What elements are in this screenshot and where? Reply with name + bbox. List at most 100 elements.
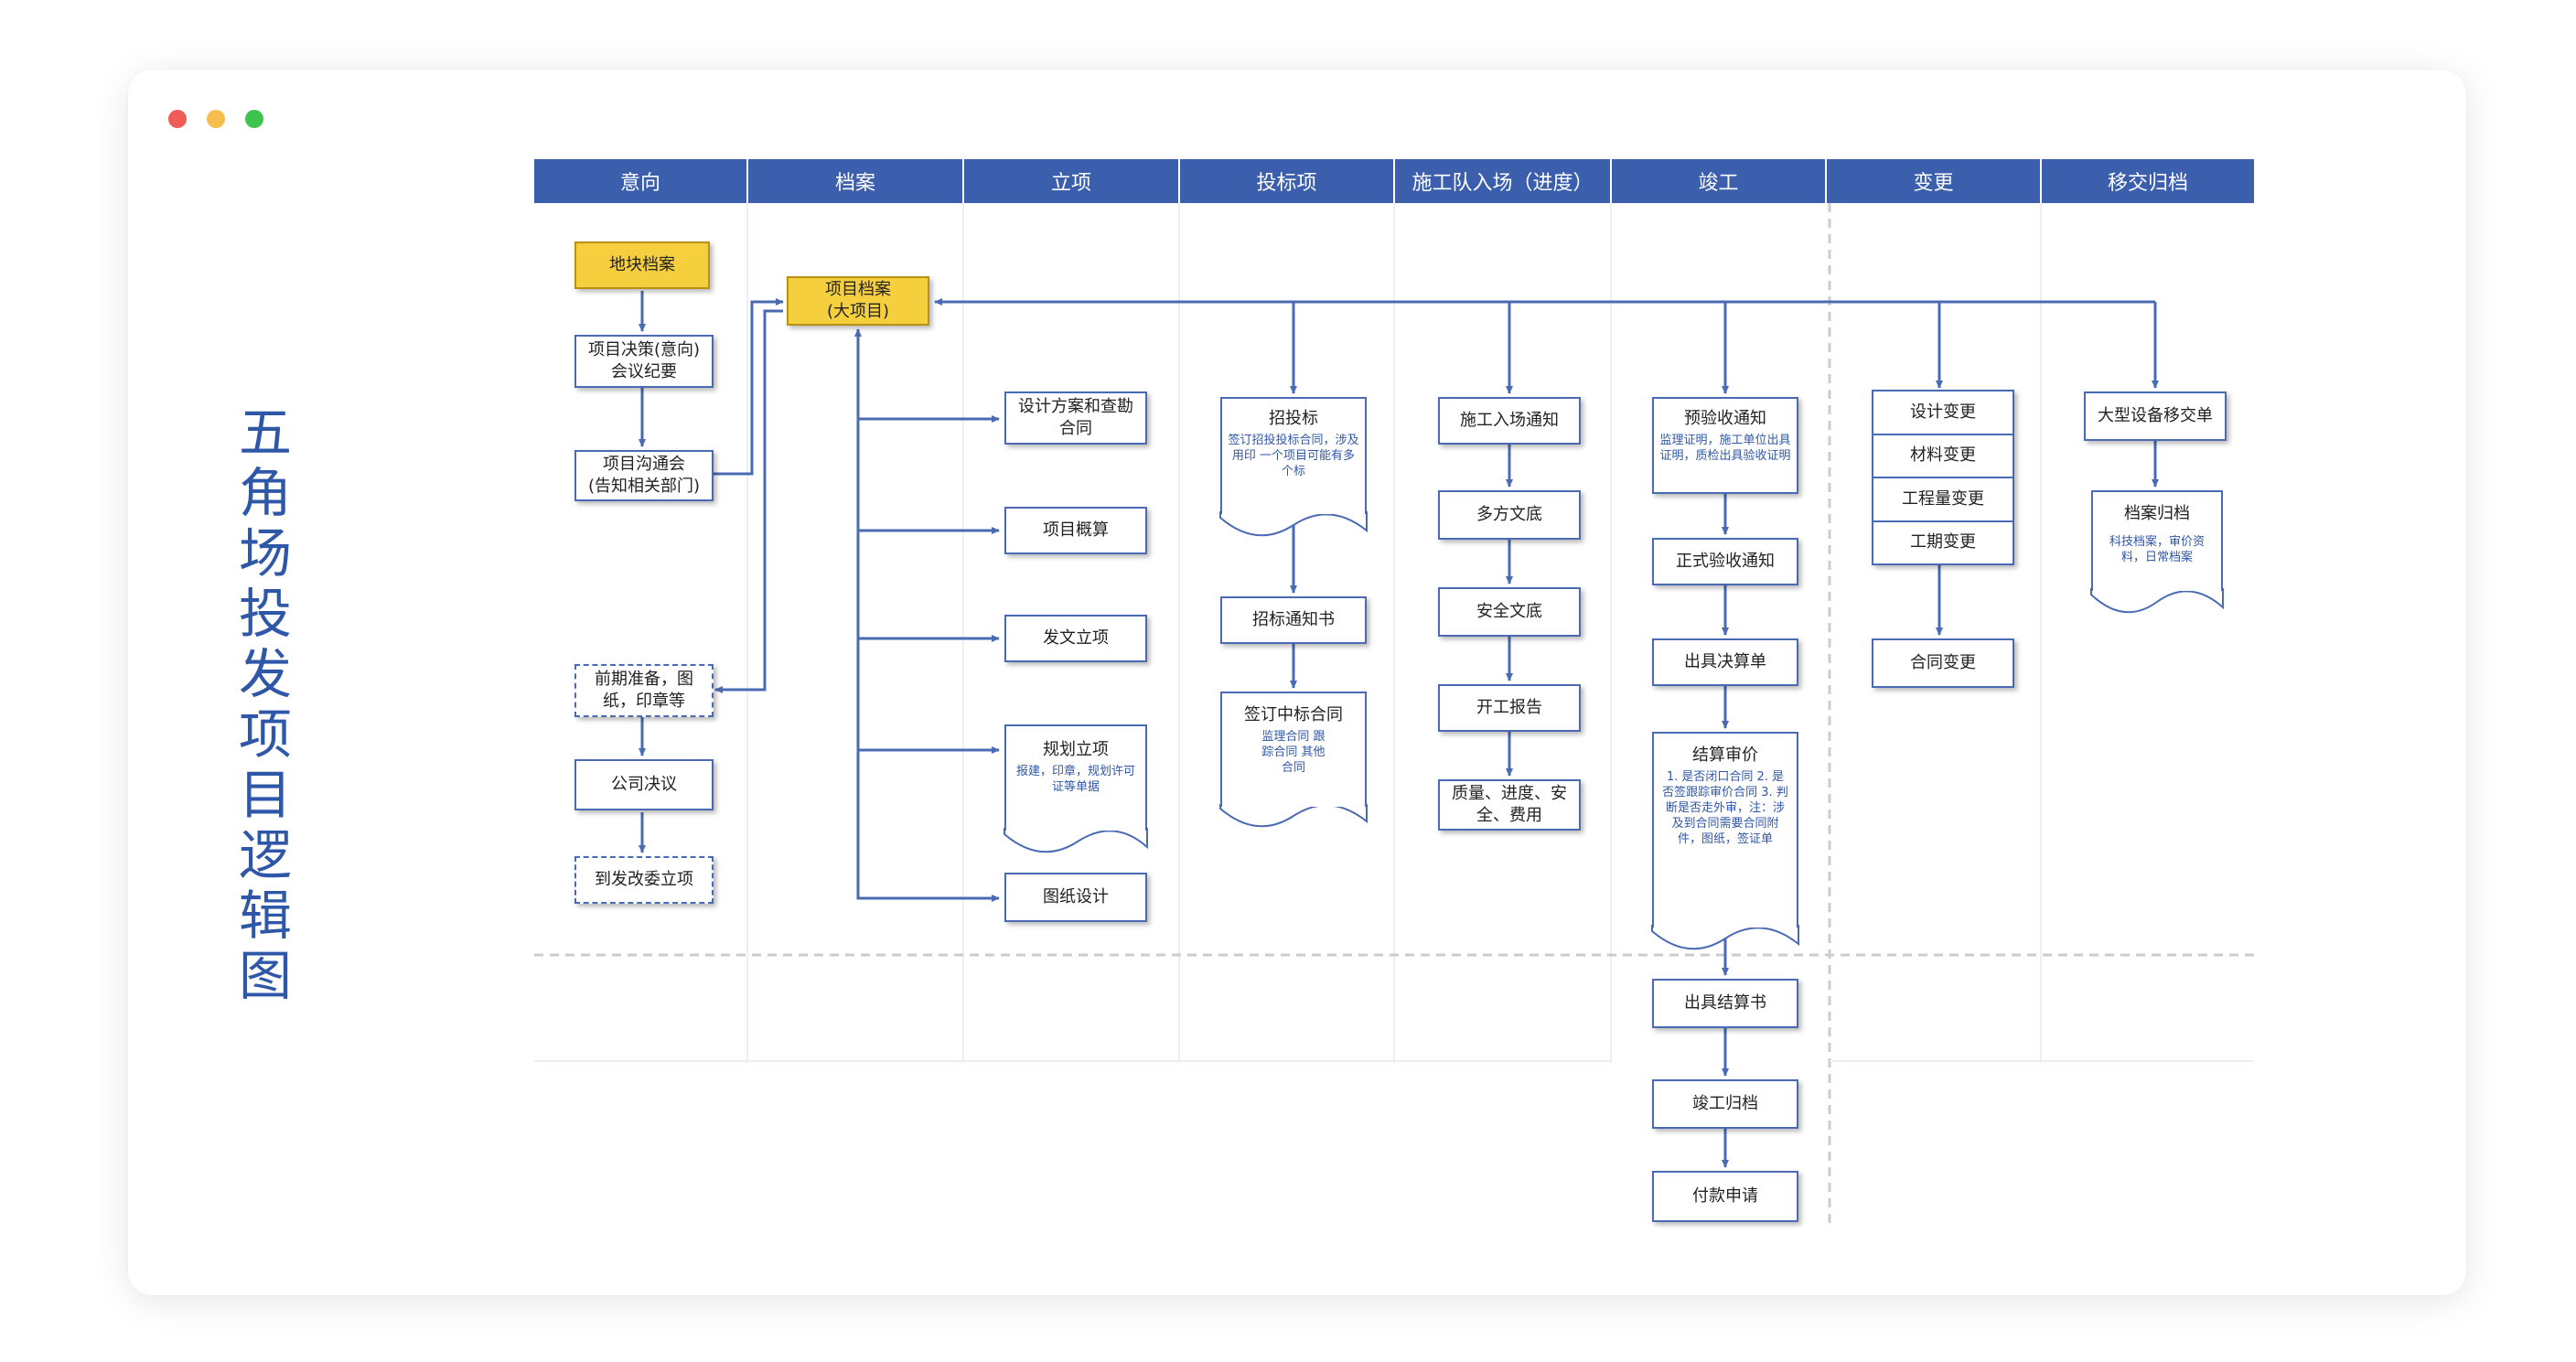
node-fawen-lixiang[interactable]: 发文立项 bbox=[1004, 615, 1147, 662]
node-label: 施工入场通知 bbox=[1460, 411, 1559, 430]
node-label: 图纸设计 bbox=[1043, 887, 1109, 906]
side-title-char: 五 bbox=[238, 402, 292, 464]
node-xiangmu-gaisuan[interactable]: 项目概算 bbox=[1004, 507, 1147, 554]
node-label: 竣工归档 bbox=[1692, 1094, 1758, 1113]
node-label: 合同 bbox=[1059, 419, 1092, 438]
node-kaigong-baogao[interactable]: 开工报告 bbox=[1438, 684, 1581, 732]
node-zhaotoubiao[interactable]: 招投标 签订招投投标合同，涉及用印 一个项目可能有多个标 bbox=[1220, 397, 1367, 514]
column-header-lixiang: 立项 bbox=[964, 159, 1180, 203]
biangeng-sheji: 设计变更 bbox=[1873, 391, 2012, 435]
node-zhengshi-yanshou[interactable]: 正式验收通知 bbox=[1652, 538, 1798, 585]
node-label: 到发改委立项 bbox=[595, 870, 693, 889]
node-sublabel: 签订招投投标合同，涉及用印 一个项目可能有多个标 bbox=[1228, 434, 1359, 478]
lane-divider bbox=[2040, 203, 2042, 1063]
node-yuyanshou-tongzhi[interactable]: 预验收通知 监理证明，施工单位出具证明，质检出具验收证明 bbox=[1652, 397, 1798, 494]
node-label: 规划立项 bbox=[1043, 740, 1109, 759]
node-gongsi-jueyi[interactable]: 公司决议 bbox=[574, 759, 714, 810]
node-label: 出具结算书 bbox=[1684, 993, 1766, 1013]
node-label: 付款申请 bbox=[1692, 1186, 1758, 1206]
node-label: 出具决算单 bbox=[1684, 652, 1766, 671]
node-zhaobiao-tongzhishu[interactable]: 招标通知书 bbox=[1220, 596, 1367, 644]
column-header-biangeng: 变更 bbox=[1827, 159, 2042, 203]
node-biangeng-group[interactable]: 设计变更 材料变更 工程量变更 工期变更 bbox=[1872, 390, 2014, 565]
node-label: 大型设备移交单 bbox=[2098, 406, 2213, 425]
node-sublabel: 监理证明，施工单位出具证明，质检出具验收证明 bbox=[1659, 434, 1791, 463]
side-title-char: 项 bbox=[238, 703, 292, 766]
node-label: 纸，印章等 bbox=[603, 692, 685, 711]
node-xiangmu-dangan[interactable]: 项目档案 (大项目) bbox=[787, 276, 929, 326]
node-guihua-lixiang[interactable]: 规划立项 报建，印章，规划许可证等单据 bbox=[1004, 724, 1147, 831]
node-label: 质量、进度、安 bbox=[1452, 784, 1567, 803]
lane-divider bbox=[746, 203, 748, 1063]
side-title-char: 角 bbox=[238, 462, 292, 524]
node-sublabel: 报建，印章，规划许可证等单据 bbox=[1015, 765, 1135, 794]
node-label: 会议纪要 bbox=[611, 362, 677, 381]
side-title-char: 场 bbox=[238, 522, 292, 584]
column-header-yixiang: 意向 bbox=[534, 159, 748, 203]
node-label: 安全文底 bbox=[1476, 602, 1542, 621]
node-label: 招标通知书 bbox=[1252, 610, 1335, 629]
node-shigong-ruchang[interactable]: 施工入场通知 bbox=[1438, 397, 1581, 445]
close-button[interactable] bbox=[168, 110, 187, 128]
side-title-char: 辑 bbox=[238, 885, 292, 947]
biangeng-gongchengliang: 工程量变更 bbox=[1873, 478, 2012, 522]
node-xiangmu-juece[interactable]: 项目决策(意向) 会议纪要 bbox=[574, 335, 714, 388]
side-title-char: 发 bbox=[238, 643, 292, 705]
column-header-toubiao: 投标项 bbox=[1180, 159, 1395, 203]
column-header-shigong: 施工队入场（进度） bbox=[1395, 159, 1612, 203]
node-daofagai-lixiang[interactable]: 到发改委立项 bbox=[574, 856, 714, 904]
node-label: 档案归档 bbox=[2124, 504, 2190, 523]
node-label: 发文立项 bbox=[1043, 628, 1109, 648]
node-label: 项目概算 bbox=[1043, 520, 1109, 540]
node-sublabel: 1. 是否闭口合同 2. 是否签跟踪审价合同 3. 判断是否走外审，注：涉及到合… bbox=[1662, 770, 1788, 846]
lane-divider bbox=[1393, 203, 1395, 1063]
node-hetong-biangeng[interactable]: 合同变更 bbox=[1872, 638, 2014, 688]
minimize-button[interactable] bbox=[207, 110, 225, 128]
node-label: 开工报告 bbox=[1476, 698, 1542, 717]
node-label: 预验收通知 bbox=[1684, 409, 1766, 428]
lane-divider bbox=[1178, 203, 1180, 1063]
node-sheji-fangan[interactable]: 设计方案和查勘 合同 bbox=[1004, 391, 1147, 445]
node-label: 正式验收通知 bbox=[1676, 552, 1775, 571]
node-qianding-zhongbiao-hetong[interactable]: 签订中标合同 监理合同 跟踪合同 其他合同 bbox=[1220, 692, 1367, 807]
side-title: 五 角 场 投 发 项 目 逻 辑 图 bbox=[201, 402, 329, 1061]
node-label: 设计方案和查勘 bbox=[1018, 397, 1133, 416]
side-title-char: 图 bbox=[238, 945, 292, 1007]
lane-divider bbox=[1610, 203, 1612, 1063]
node-qianqi-zhunbei[interactable]: 前期准备，图 纸，印章等 bbox=[574, 664, 714, 717]
biangeng-gongqi: 工期变更 bbox=[1910, 532, 1976, 552]
node-jiesuan-shenjia[interactable]: 结算审价 1. 是否闭口合同 2. 是否签跟踪审价合同 3. 判断是否走外审，注… bbox=[1652, 732, 1798, 928]
node-label: (告知相关部门) bbox=[587, 477, 701, 496]
side-title-char: 逻 bbox=[238, 824, 292, 886]
side-title-char: 投 bbox=[238, 583, 292, 645]
node-tuzhi-sheji[interactable]: 图纸设计 bbox=[1004, 873, 1147, 922]
node-label: 前期准备，图 bbox=[595, 670, 693, 689]
node-chuju-juesuandan[interactable]: 出具决算单 bbox=[1652, 638, 1798, 686]
node-label: 项目决策(意向) bbox=[587, 340, 701, 359]
node-label: 招投标 bbox=[1269, 409, 1318, 428]
node-dangan-guidang[interactable]: 档案归档 科技档案，审价资料，日常档案 bbox=[2091, 490, 2223, 591]
node-sublabel: 科技档案，审价资料，日常档案 bbox=[2109, 535, 2205, 564]
node-label: 结算审价 bbox=[1692, 745, 1758, 765]
node-duofang-wendi[interactable]: 多方文底 bbox=[1438, 490, 1581, 540]
node-dikuai-dangan[interactable]: 地块档案 bbox=[574, 241, 710, 289]
column-header-dangan: 档案 bbox=[748, 159, 964, 203]
node-zhiliang-jindu[interactable]: 质量、进度、安 全、费用 bbox=[1438, 779, 1581, 831]
maximize-button[interactable] bbox=[245, 110, 263, 128]
node-dashebei-yijiaodan[interactable]: 大型设备移交单 bbox=[2084, 391, 2227, 441]
node-fukuan-shenqing[interactable]: 付款申请 bbox=[1652, 1171, 1798, 1222]
node-chuju-jiesuanshu[interactable]: 出具结算书 bbox=[1652, 979, 1798, 1028]
node-jungong-guidang[interactable]: 竣工归档 bbox=[1652, 1079, 1798, 1129]
node-label: 项目档案 bbox=[825, 280, 891, 299]
node-label: 项目沟通会 bbox=[603, 455, 685, 474]
biangeng-cailiao: 材料变更 bbox=[1873, 435, 2012, 478]
node-label: 全、费用 bbox=[1476, 806, 1542, 825]
node-sublabel: 监理合同 跟踪合同 其他合同 bbox=[1261, 730, 1326, 775]
side-title-char: 目 bbox=[238, 764, 292, 826]
node-label: 公司决议 bbox=[611, 775, 677, 794]
lane-divider bbox=[962, 203, 964, 1063]
node-xiangmu-goutong[interactable]: 项目沟通会 (告知相关部门) bbox=[574, 450, 714, 501]
node-anquan-wendi[interactable]: 安全文底 bbox=[1438, 587, 1581, 637]
node-label: 多方文底 bbox=[1476, 505, 1542, 524]
